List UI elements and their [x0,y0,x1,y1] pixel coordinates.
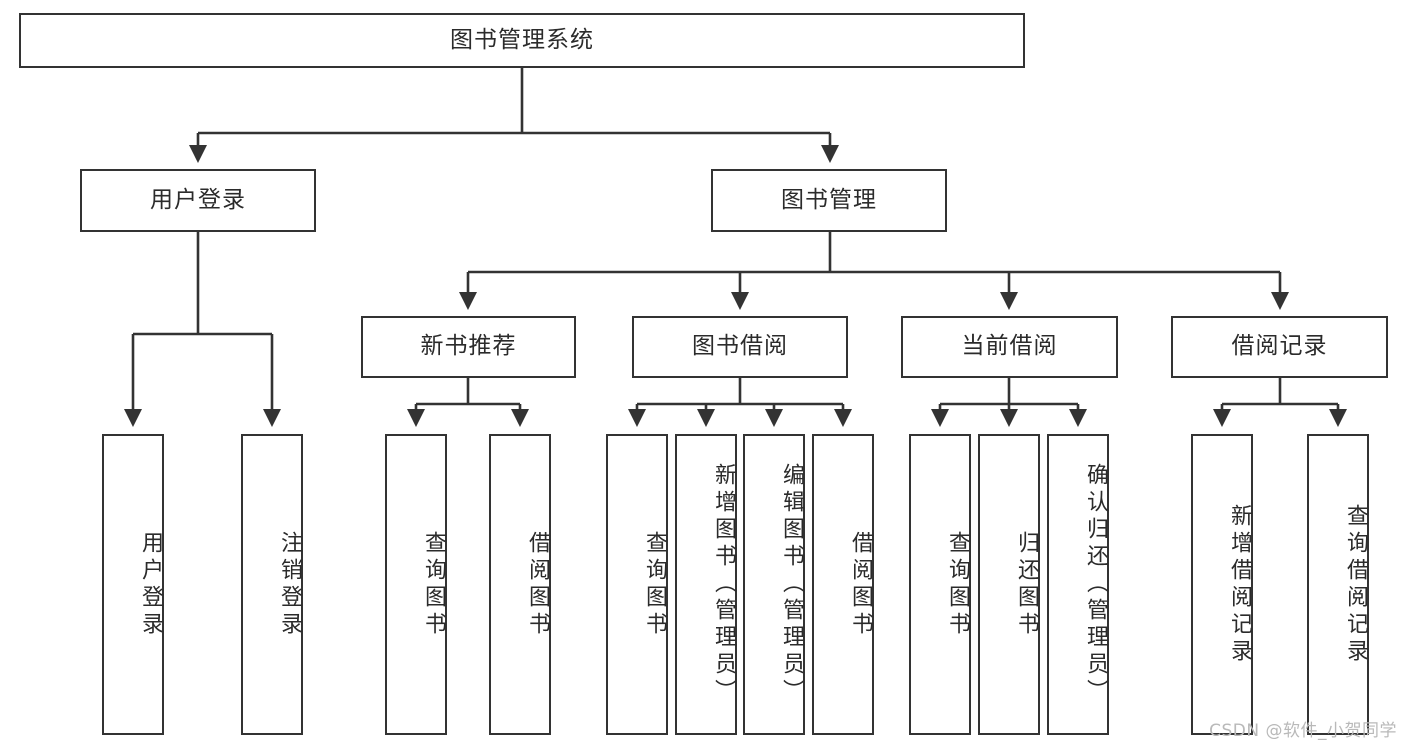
leaf-borrow-add-label: 新增图书（管理员） [711,463,736,706]
node-root-label: 图书管理系统 [450,26,594,53]
leaf-rec-query[interactable]: 查询图书 [385,434,447,735]
leaf-rec-add[interactable]: 新增借阅记录 [1191,434,1253,735]
leaf-rec-query-label: 查询图书 [421,530,446,639]
leaf-borrow-query[interactable]: 查询图书 [606,434,668,735]
leaf-rec-borrow-label: 借阅图书 [525,530,550,639]
leaf-borrow-query-label: 查询图书 [642,530,667,639]
node-current-borrow-label: 当前借阅 [961,333,1058,360]
node-book-mgmt-label: 图书管理 [781,186,877,213]
node-borrow-record[interactable]: 借阅记录 [1171,316,1388,378]
node-root[interactable]: 图书管理系统 [19,13,1025,68]
leaf-rec-borrow[interactable]: 借阅图书 [489,434,551,735]
node-book-borrow-label: 图书借阅 [692,333,788,360]
node-book-mgmt[interactable]: 图书管理 [711,169,947,232]
leaf-cur-query[interactable]: 查询图书 [909,434,971,735]
leaf-rec-search[interactable]: 查询借阅记录 [1307,434,1369,735]
leaf-rec-add-label: 新增借阅记录 [1227,503,1252,666]
node-new-book-rec[interactable]: 新书推荐 [361,316,576,378]
leaf-cur-confirm-label: 确认归还（管理员） [1083,463,1108,706]
node-user-login[interactable]: 用户登录 [80,169,316,232]
node-borrow-record-label: 借阅记录 [1231,333,1328,360]
leaf-user-logout-label: 注销登录 [277,530,302,639]
node-current-borrow[interactable]: 当前借阅 [901,316,1118,378]
node-book-borrow[interactable]: 图书借阅 [632,316,848,378]
leaf-user-login[interactable]: 用户登录 [102,434,164,735]
leaf-user-logout[interactable]: 注销登录 [241,434,303,735]
node-user-login-label: 用户登录 [150,186,246,213]
leaf-borrow-lend[interactable]: 借阅图书 [812,434,874,735]
leaf-cur-query-label: 查询图书 [945,530,970,639]
leaf-cur-return[interactable]: 归还图书 [978,434,1040,735]
csdn-watermark: CSDN @软件_小贺同学 [1209,721,1397,741]
leaf-borrow-lend-label: 借阅图书 [848,530,873,639]
leaf-user-login-label: 用户登录 [138,530,163,639]
leaf-cur-return-label: 归还图书 [1014,530,1039,639]
node-new-book-rec-label: 新书推荐 [420,333,517,360]
leaf-borrow-add[interactable]: 新增图书（管理员） [675,434,737,735]
leaf-borrow-edit-label: 编辑图书（管理员） [779,463,804,706]
leaf-borrow-edit[interactable]: 编辑图书（管理员） [743,434,805,735]
leaf-cur-confirm[interactable]: 确认归还（管理员） [1047,434,1109,735]
leaf-rec-search-label: 查询借阅记录 [1343,503,1368,666]
